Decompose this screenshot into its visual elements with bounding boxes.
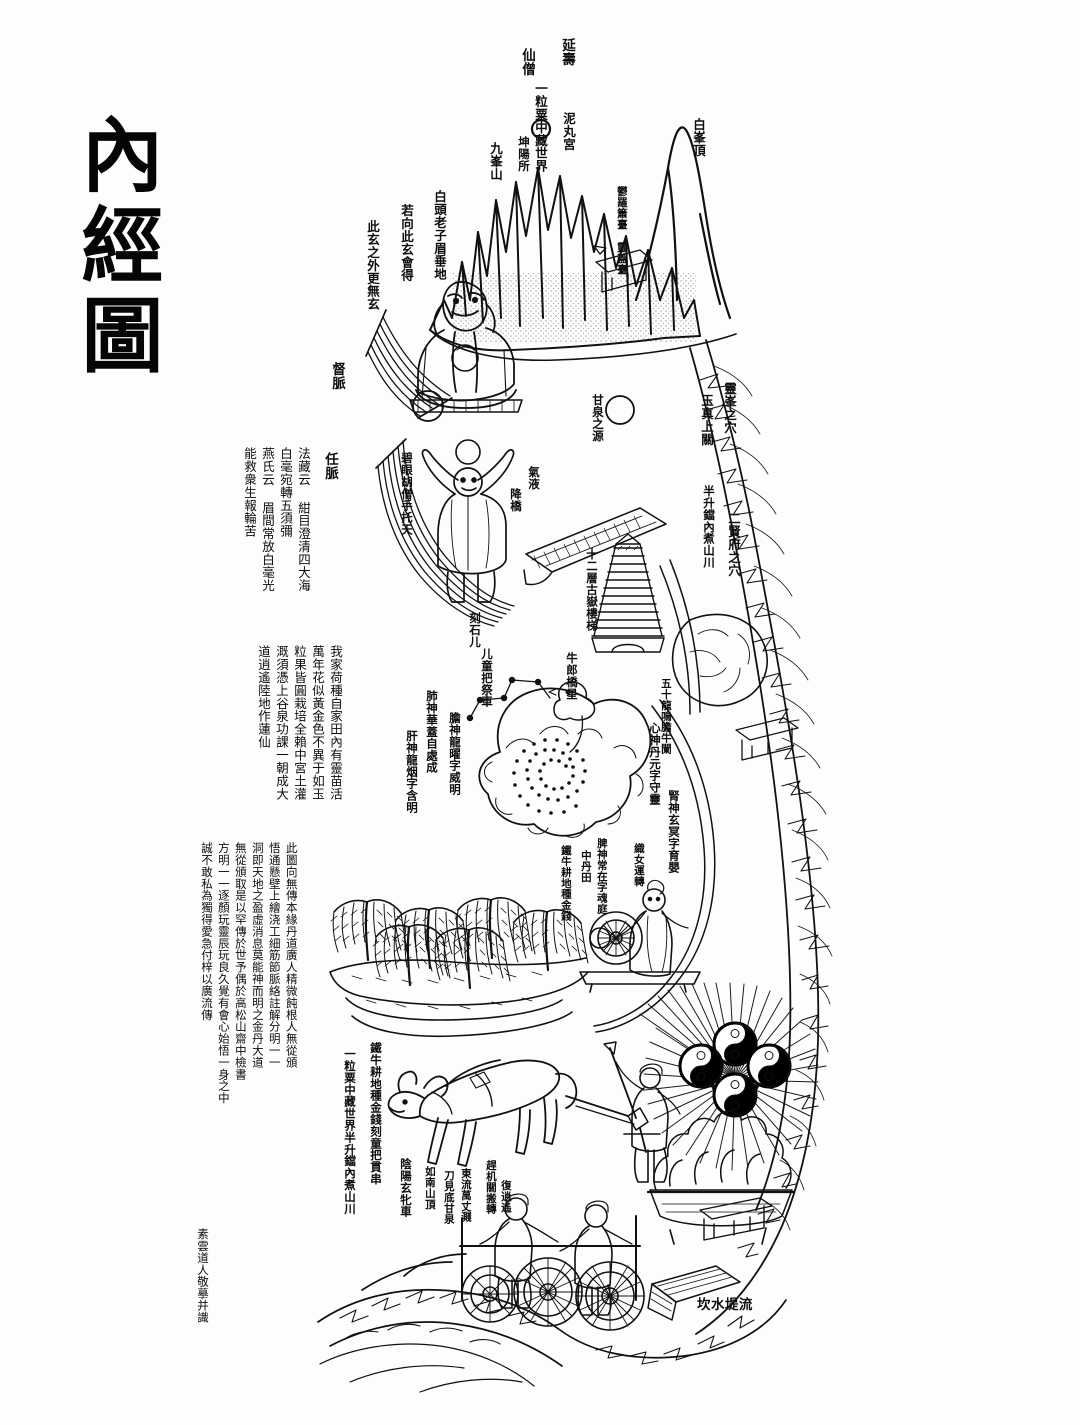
colophon-line-1: 此圖向無傳本緣丹道廣人精微飩根人無從頒	[284, 842, 299, 1069]
label-donglu: 東流萬丈濺	[459, 1168, 472, 1223]
fazang-line-1: 法藏云 紺目澄清四大海	[296, 447, 311, 592]
label-fudao: 復逍遙	[499, 1180, 512, 1213]
text-block-lotus-poem: 我家荷種自家田內有靈苗活 萬年花似黃金色不異于如玉 粒果皆圓栽培全賴中宮土灌 溉…	[256, 645, 343, 801]
label-biyanhuseng: 碧眼胡僧手托天	[399, 452, 414, 536]
label-feishen: 肺神華蓋自處成	[424, 690, 439, 774]
colophon-line-6: 誠不敢私為獨得愛急付梓以廣流傳	[199, 842, 214, 1021]
label-shenshen: 腎神玄冥字育嬰	[666, 790, 681, 874]
fazang-line-2: 白毫宛轉五須彌	[278, 447, 293, 538]
label-yuzhenshangguan: 玉真上關	[699, 394, 714, 446]
fazang-line-4: 能救衆生報輪苦	[242, 447, 257, 538]
label-yicu: 一粒粟中藏世界	[533, 82, 548, 173]
label-kunyangsuo: 坤陽所	[516, 136, 531, 172]
lotus-line-4: 溉須憑上谷泉功課一朝成大	[274, 645, 289, 801]
lotus-line-5: 道逍遙陸地作蓮仙	[256, 645, 271, 749]
label-kanshuiditiliu: 坎水堤流	[697, 1297, 753, 1313]
lotus-line-3: 粒果皆圓栽培全賴中宮土灌	[292, 645, 307, 801]
label-laozi-brow: 白頭老子眉垂地	[432, 190, 447, 281]
label-keshier: 刻石儿	[467, 612, 482, 648]
label-jiufengshan: 九峯山	[488, 142, 503, 181]
label-baifengding: 白峯頂	[691, 118, 706, 157]
lotus-line-2: 萬年花似黃金色不異于如玉	[310, 645, 325, 801]
label-dumai: 督脈	[329, 362, 346, 390]
label-jiangqiao: 降橋	[508, 488, 523, 512]
label-erxianfu: 二賢府之穴	[726, 512, 741, 577]
label-ertongbajiao: 儿童把祭車	[479, 648, 494, 708]
colophon-line-3: 洞即天地之盈虛消息莫能神而明之金丹大道	[250, 842, 265, 1069]
label-renmai: 任脈	[322, 452, 339, 480]
label-lingfengzhixue: 靈峯之穴	[722, 382, 737, 434]
label-yuluoxiaotai: 鬱羅簫臺 靈蓋臺	[615, 186, 628, 275]
text-block-fazang: 法藏云 紺目澄清四大海 白毫宛轉五須彌 燕氏云 眉間常放白毫光 能救衆生報輪苦	[242, 447, 311, 592]
colophon-line-2: 悟通懸壁上繪浇工細筋節脈絡註解分明一一	[267, 842, 282, 1069]
label-yanshou: 延壽	[559, 38, 576, 66]
label-cixuan: 此玄之外更無玄	[365, 220, 380, 311]
label-qiye: 氣液	[526, 466, 541, 490]
label-zhenji: 趕机關搬轉	[484, 1160, 497, 1215]
label-runanshanding: 如南山頂	[423, 1166, 436, 1210]
label-yilisu: 一粒粟中藏世界半升鐺內煮山川	[342, 1048, 357, 1215]
label-tieniu-right: 鐵牛耕地種金錢	[559, 845, 572, 922]
label-banshengdang: 半升鐺內煮山川	[701, 485, 716, 569]
label-danshen: 膽神龍曜字威明	[447, 712, 462, 796]
label-niwangong: 泥丸宮	[561, 112, 576, 151]
page-title: 內經圖	[66, 112, 163, 383]
colophon-line-5: 方明一一逐顏玩靈辰玩良久覺有會心始悟一身之中	[216, 842, 231, 1104]
lotus-line-1: 我家荷種自家田內有靈苗活	[328, 645, 343, 801]
label-yinyangxuanpin: 陰陽玄牝車	[398, 1158, 413, 1218]
label-zhinvyunzhuan: 織女運轉	[632, 843, 645, 887]
label-xianseng: 仙僧	[519, 48, 536, 76]
label-ruoxiang: 若向此玄會得	[399, 204, 414, 282]
label-wushilongming: 五十龍鳴膽牛闌	[659, 678, 672, 755]
fazang-line-3: 燕氏云 眉間常放白毫光	[260, 447, 275, 592]
colophon-line-4: 無從頒取是以罕傳於世予偶於高松山齋中檢書	[233, 842, 248, 1081]
label-ganshen: 肝神龍烟字含明	[404, 730, 419, 814]
colophon-signature: 素雲道人敬摹并識	[195, 1228, 210, 1324]
label-daoyuan: 刀見底甘泉	[442, 1170, 455, 1225]
label-xinshen: 心神丹元字守靈	[647, 722, 662, 806]
label-tieniugengdi: 鐵牛耕地種金錢刻童把貫串	[368, 1042, 383, 1185]
text-block-colophon: 此圖向無傳本緣丹道廣人精微飩根人無從頒 悟通懸壁上繪浇工細筋節脈絡註解分明一一 …	[199, 842, 299, 1104]
label-niulangqiaoxing: 牛郎橋星	[564, 652, 579, 700]
label-shierceng: 十二層古嶽樓梯	[584, 548, 599, 632]
label-zhongdantian: 中丹田	[579, 850, 592, 883]
label-pishen: 脾神常在字魂庭	[595, 838, 608, 915]
label-ganquanzhiyuan: 甘泉之源	[590, 394, 605, 442]
